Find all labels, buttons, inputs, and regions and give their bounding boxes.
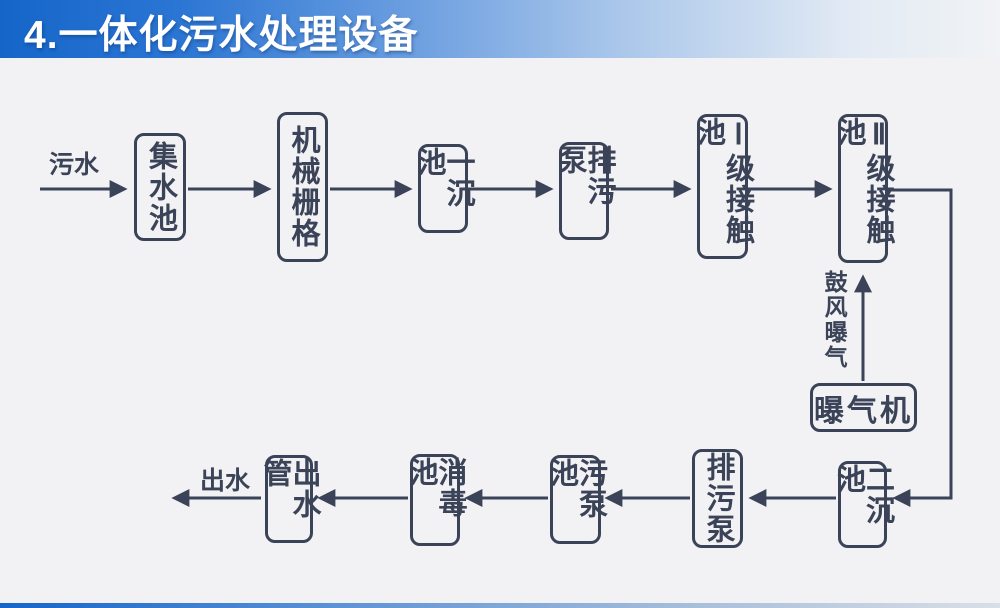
slide-header: 4.一体化污水处理设备 (0, 0, 1000, 58)
node-level1-contact-tank: Ⅰ级接触池 (693, 114, 754, 259)
node-sewage-pump-top: 排污泵 (554, 142, 615, 240)
label-inflow: 污水 (48, 151, 99, 179)
node-aerator: 曝气机 (810, 383, 917, 432)
label-outflow: 出水 (199, 467, 250, 495)
node-mechanical-grid: 机械栅格 (277, 112, 328, 262)
node-primary-sedimentation-tank: 一沉池 (413, 144, 474, 233)
flowchart: 集水池 机械栅格 一沉池 排污泵 Ⅰ级接触池 Ⅱ级接触池 曝气机 二沉池 排污泵… (0, 58, 1000, 603)
node-collection-tank: 集水池 (134, 133, 186, 241)
label-blast-aeration: 鼓风曝气 (821, 270, 848, 370)
connector-level2-to-secondary-tank (888, 188, 953, 507)
node-secondary-sedimentation-tank: 二沉池 (833, 461, 894, 548)
node-level2-contact-tank: Ⅱ级接触池 (833, 114, 894, 263)
node-sewage-pump-tank: 污泵池 (546, 455, 607, 544)
node-disinfection-tank: 消毒池 (405, 454, 466, 546)
flow-arrows (40, 180, 953, 507)
footer-accent-bar (0, 603, 1000, 608)
node-outlet-pipe: 出水管 (259, 455, 320, 543)
node-sewage-pump-bottom: 排污泵 (692, 449, 743, 548)
page-title: 4.一体化污水处理设备 (24, 14, 419, 57)
